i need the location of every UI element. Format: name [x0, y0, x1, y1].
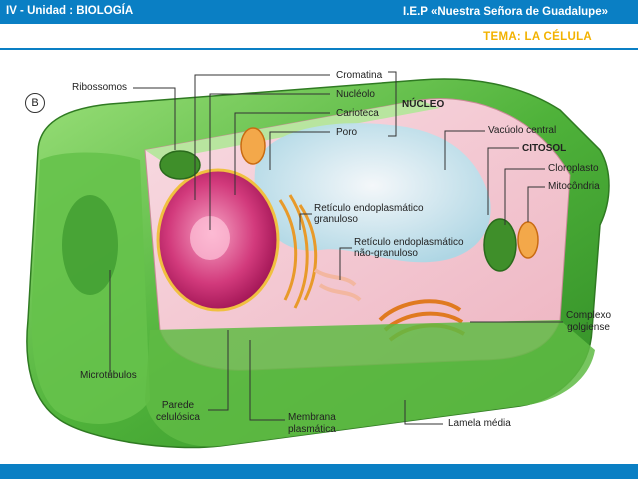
label-parede: Parede celulósica	[156, 400, 200, 424]
label-reng: Retículo endoplasmático não-granuloso	[354, 237, 464, 259]
label-mitocondria: Mitocôndria	[548, 181, 600, 192]
label-membrana: Membrana plasmática	[288, 412, 336, 436]
unit-title: IV - Unidad : BIOLOGÍA	[6, 5, 134, 17]
panel-letter: B	[31, 97, 39, 109]
label-cloroplasto: Cloroplasto	[548, 163, 599, 174]
topic-bar: TEMA: LA CÉLULA	[0, 24, 638, 50]
label-lamela: Lamela média	[448, 418, 511, 429]
mitochondrion-top	[240, 127, 266, 165]
label-golgi: Complexo golgiense	[566, 310, 611, 334]
label-membrana-line1: Membrana	[288, 412, 336, 423]
label-ribossomos: Ribossomos	[72, 82, 128, 93]
label-nucleo: NÚCLEO	[402, 99, 445, 110]
mitochondrion-right	[517, 221, 539, 259]
label-citosol: CITOSOL	[522, 143, 567, 154]
school-name: I.E.P «Nuestra Señora de Guadalupe»	[403, 6, 608, 18]
rough-er	[278, 194, 318, 309]
top-banner: IV - Unidad : BIOLOGÍA I.E.P «Nuestra Se…	[0, 0, 638, 24]
label-parede-line2: celulósica	[156, 412, 200, 423]
label-reg: Retículo endoplasmático granuloso	[314, 203, 424, 225]
label-parede-line1: Parede	[161, 400, 195, 411]
top-membrane	[145, 100, 440, 160]
label-membrana-line2: plasmática	[288, 424, 336, 435]
label-golgi-line1: Complexo	[566, 310, 612, 321]
topic-divider	[0, 48, 638, 50]
label-reng-line2: não-granuloso	[354, 248, 418, 259]
label-reg-line1: Retículo endoplasmático	[314, 203, 424, 214]
nucleolus	[190, 216, 230, 260]
panel-letter-badge: B	[25, 93, 45, 113]
label-reng-line1: Retículo endoplasmático	[354, 237, 464, 248]
central-vacuole	[254, 123, 491, 263]
chloroplast-right	[483, 218, 517, 272]
topic-title: TEMA: LA CÉLULA	[483, 31, 592, 43]
label-poro: Poro	[336, 127, 358, 138]
label-carioteca: Carioteca	[336, 108, 379, 119]
label-vacuolo: Vacúolo central	[488, 125, 557, 136]
smooth-er	[313, 268, 362, 302]
front-face	[145, 320, 595, 447]
left-face-vacuole	[62, 195, 118, 295]
leader-lines	[109, 71, 563, 425]
label-microtubulos: Microtúbulos	[80, 370, 137, 381]
label-cromatina: Cromatina	[336, 70, 383, 81]
label-reg-line2: granuloso	[314, 214, 358, 225]
label-golgi-line2: golgiense	[567, 322, 610, 333]
bottom-banner	[0, 464, 638, 479]
label-nucleolo: Nucléolo	[336, 89, 375, 100]
chloroplast-left	[159, 150, 201, 180]
